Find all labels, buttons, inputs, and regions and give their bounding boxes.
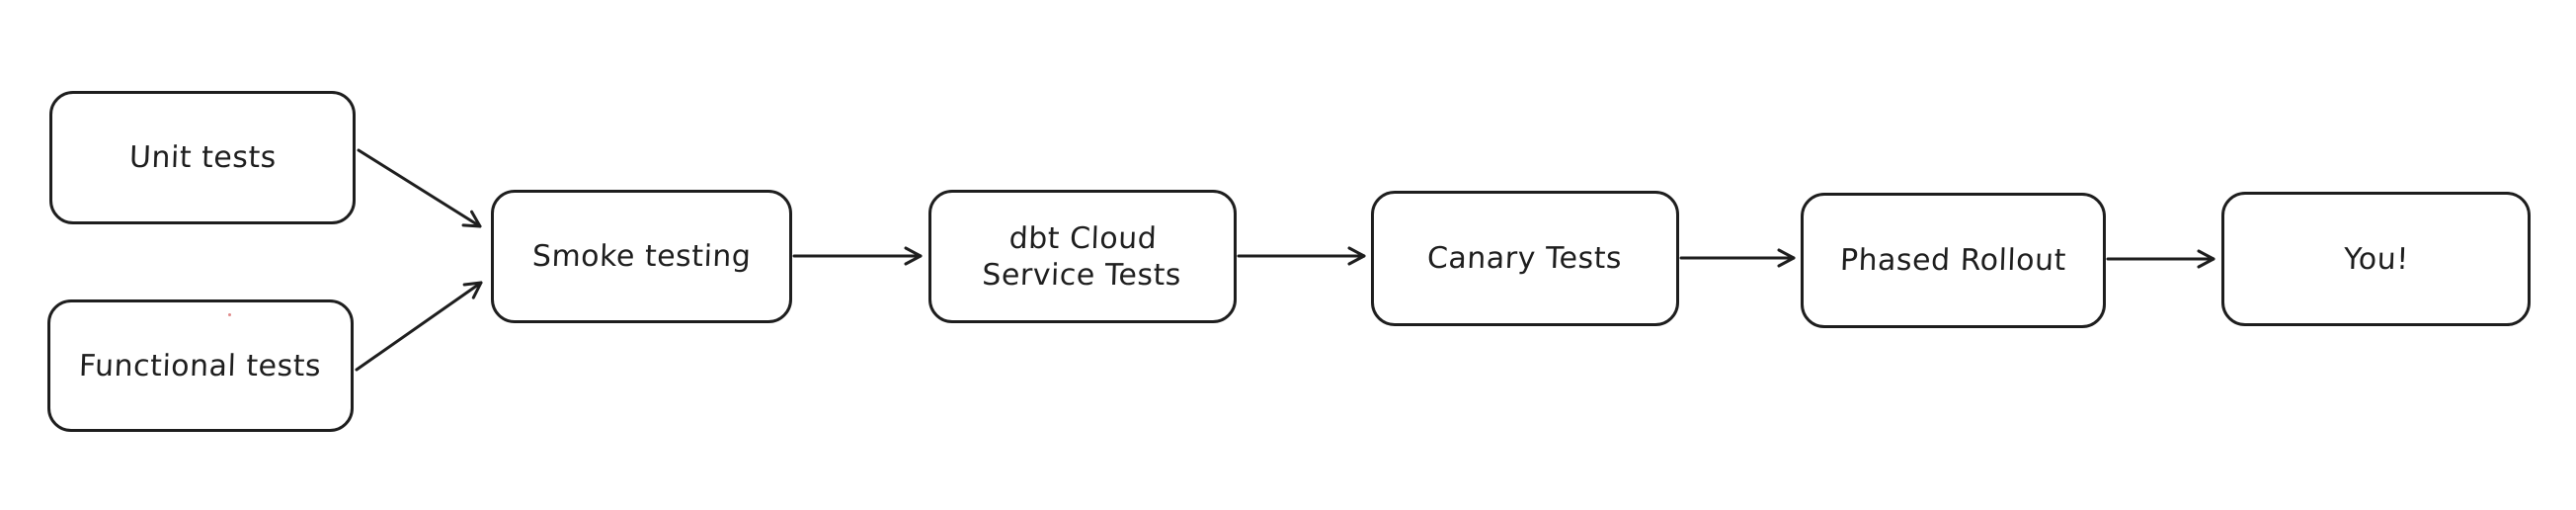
node-dbt-cloud-service-tests: dbt Cloud Service Tests [928,190,1237,323]
node-you: You! [2221,192,2531,326]
node-canary-tests: Canary Tests [1371,191,1679,326]
node-dbt-cloud-service-tests-label: dbt Cloud Service Tests [981,220,1182,293]
stray-red-dot [228,313,231,316]
node-unit-tests: Unit tests [49,91,356,224]
arrow-functional-to-smoke [355,281,483,372]
node-canary-tests-label: Canary Tests [1426,241,1624,276]
node-unit-tests-label: Unit tests [127,140,278,175]
node-phased-rollout-label: Phased Rollout [1839,243,2067,278]
arrow-unit-to-smoke [357,148,482,228]
node-functional-tests: Functional tests [47,299,354,432]
node-smoke-testing: Smoke testing [491,190,792,323]
node-phased-rollout: Phased Rollout [1801,193,2106,328]
node-you-label: You! [2343,241,2409,277]
node-functional-tests-label: Functional tests [78,348,323,383]
node-smoke-testing-label: Smoke testing [531,239,752,274]
